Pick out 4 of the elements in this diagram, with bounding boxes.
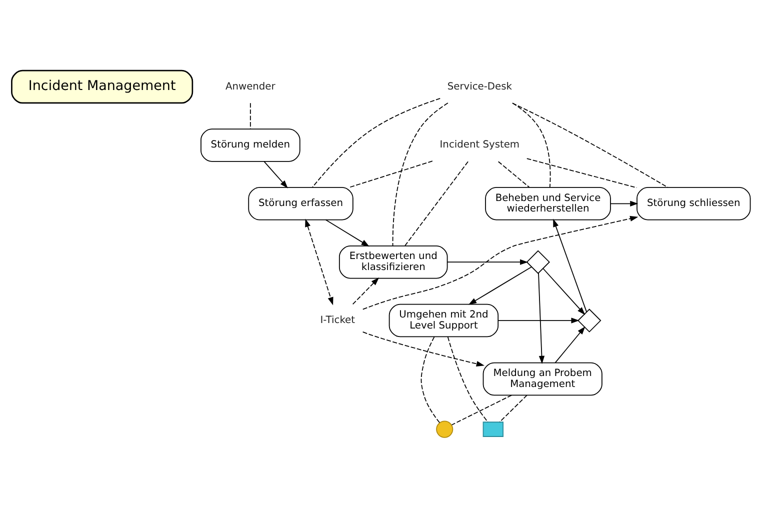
node-text: Incident System: [440, 140, 520, 151]
node-text: Anwender: [225, 81, 276, 92]
node-text: Service-Desk: [447, 81, 512, 92]
node-text: I-Ticket: [320, 315, 356, 326]
